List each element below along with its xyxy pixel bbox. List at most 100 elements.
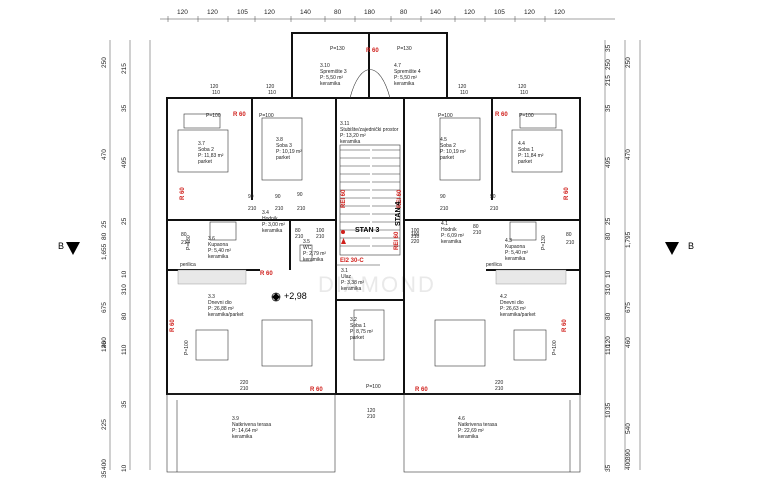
left-dimension: 495 — [121, 157, 128, 168]
room-label-r42: 4.2 — [500, 294, 507, 300]
left-dimension: 25 — [121, 217, 128, 225]
left-dimension: 25 — [101, 220, 108, 228]
door-dimension: 120 — [458, 84, 467, 90]
right-dimension: 310 — [605, 284, 612, 295]
opening-label: P=100 — [206, 113, 221, 119]
right-dimension: 80 — [605, 312, 612, 320]
room-label-r41: Hodnik — [441, 227, 457, 233]
room-label-r310: 3.10 — [320, 63, 330, 69]
unit-label-stan-3: STAN 3 — [355, 227, 379, 234]
right-dimension: 540 — [625, 423, 632, 434]
kitchen-tag-left: perilica — [180, 262, 196, 268]
top-dimension: 105 — [237, 9, 248, 16]
left-dimension: 35 — [121, 400, 128, 408]
room-label-r43: 4.3 — [505, 238, 512, 244]
door-dimension: 120 — [367, 408, 376, 414]
door-dimension: 110 — [212, 90, 220, 96]
fire-marker-dot — [341, 230, 345, 234]
room-label-r43: P: 5,40 m² — [505, 250, 528, 256]
door-dimension: 90 — [440, 194, 446, 200]
left-dimension: 80 — [121, 312, 128, 320]
fire-rating-label: R 60 — [562, 319, 568, 332]
room-label-r37: parket — [198, 159, 213, 165]
left-dimension: 1,655 — [101, 243, 108, 260]
left-dimension: 460 — [101, 337, 108, 348]
door-dimension: 210 — [240, 386, 249, 392]
top-dimension: 120 — [177, 9, 188, 16]
furniture — [177, 113, 567, 367]
room-label-r31: keramika — [341, 286, 362, 292]
right-dimension: 35 — [605, 402, 612, 410]
right-dimension: 250 — [625, 57, 632, 68]
door-dimension: 210 — [248, 206, 257, 212]
room-label-r311: P: 13,20 m² — [340, 133, 366, 139]
room-label-r47: P: 5,50 m² — [394, 75, 417, 81]
room-label-r43: Kupaona — [505, 244, 525, 250]
room-label-r34: keramika — [262, 228, 283, 234]
right-dimension: 25 — [605, 217, 612, 225]
left-dimension: 250 — [101, 57, 108, 68]
room-label-r37: P: 11,83 m² — [198, 153, 224, 159]
room-label-r34: Hodnik — [262, 216, 278, 222]
fire-rating-label: REI 60 — [341, 189, 347, 208]
level-mark: +2,98 — [271, 291, 307, 302]
room-label-r39: P: 14,64 m² — [232, 428, 258, 434]
room-label-r47: 4.7 — [394, 63, 401, 69]
door-dimension: 210 — [275, 206, 284, 212]
door-dimensions: 1201101201101201101201109021090210902109… — [181, 84, 575, 420]
door-dimension: 110 — [268, 90, 276, 96]
opening-label: P=130 — [397, 46, 412, 52]
room-label-r310: Spremište 3 — [320, 69, 347, 75]
room-label-r42: P: 26,63 m² — [500, 306, 526, 312]
room-label-r43: keramika — [505, 256, 526, 262]
door-dimension: 210 — [297, 206, 306, 212]
room-label-r45: parket — [440, 155, 455, 161]
fire-rating-label: R 60 — [564, 187, 570, 200]
watermark: DIAMOND — [318, 272, 436, 297]
room-label-r42: Dnevni dio — [500, 300, 524, 306]
room-label-r34: 3.4 — [262, 210, 269, 216]
room-label-r36: P: 5,40 m² — [208, 248, 231, 254]
left-dimension: 400 — [101, 459, 108, 470]
door-dimension: 80 — [566, 232, 572, 238]
room-label-r46: P: 22,69 m² — [458, 428, 484, 434]
right-dimension: 215 — [605, 75, 612, 86]
top-dimension: 120 — [264, 9, 275, 16]
room-label-r42: keramika/parket — [500, 312, 536, 318]
room-label-r44: 4.4 — [518, 141, 525, 147]
door-dimension: 100 — [411, 232, 420, 238]
left-dimension-chains: 25047025801,6556754601202254003521535495… — [101, 40, 151, 478]
room-label-r45: P: 10,19 m² — [440, 149, 466, 155]
door-dimension: 210 — [440, 206, 449, 212]
room-label-r44: P: 11,84 m² — [518, 153, 544, 159]
room-label-r45: 4.5 — [440, 137, 447, 143]
door-dimension: 100 — [316, 228, 325, 234]
left-dimension: 35 — [121, 104, 128, 112]
top-dimension: 120 — [524, 9, 535, 16]
room-label-r39: keramika — [232, 434, 253, 440]
top-dimension: 80 — [400, 9, 408, 16]
fire-rating-label: R 60 — [233, 112, 246, 118]
door-dimension: 210 — [295, 234, 304, 240]
door-dimension: 220 — [495, 380, 504, 386]
right-dimension: 120 — [605, 336, 612, 347]
room-label-r32: 3.2 — [350, 317, 357, 323]
door-dimension: 120 — [266, 84, 275, 90]
opening-label: P=130 — [186, 235, 192, 250]
top-dimension: 105 — [494, 9, 505, 16]
walls — [166, 32, 581, 473]
room-label-r311: Stubište/zajednički prostor — [340, 127, 399, 133]
right-dimension: 110 — [605, 344, 612, 355]
fire-rating-label: R 60 — [170, 319, 176, 332]
room-label-r31: 3.1 — [341, 268, 348, 274]
fire-rating-label: R 60 — [260, 271, 273, 277]
room-label-r310: keramika — [320, 81, 341, 87]
top-dimension: 180 — [364, 9, 375, 16]
room-label-r41: keramika — [441, 239, 462, 245]
svg-text:B: B — [688, 241, 694, 251]
opening-label: P=100 — [366, 384, 381, 390]
staircase — [339, 69, 401, 256]
right-dimension: 460 — [625, 337, 632, 348]
